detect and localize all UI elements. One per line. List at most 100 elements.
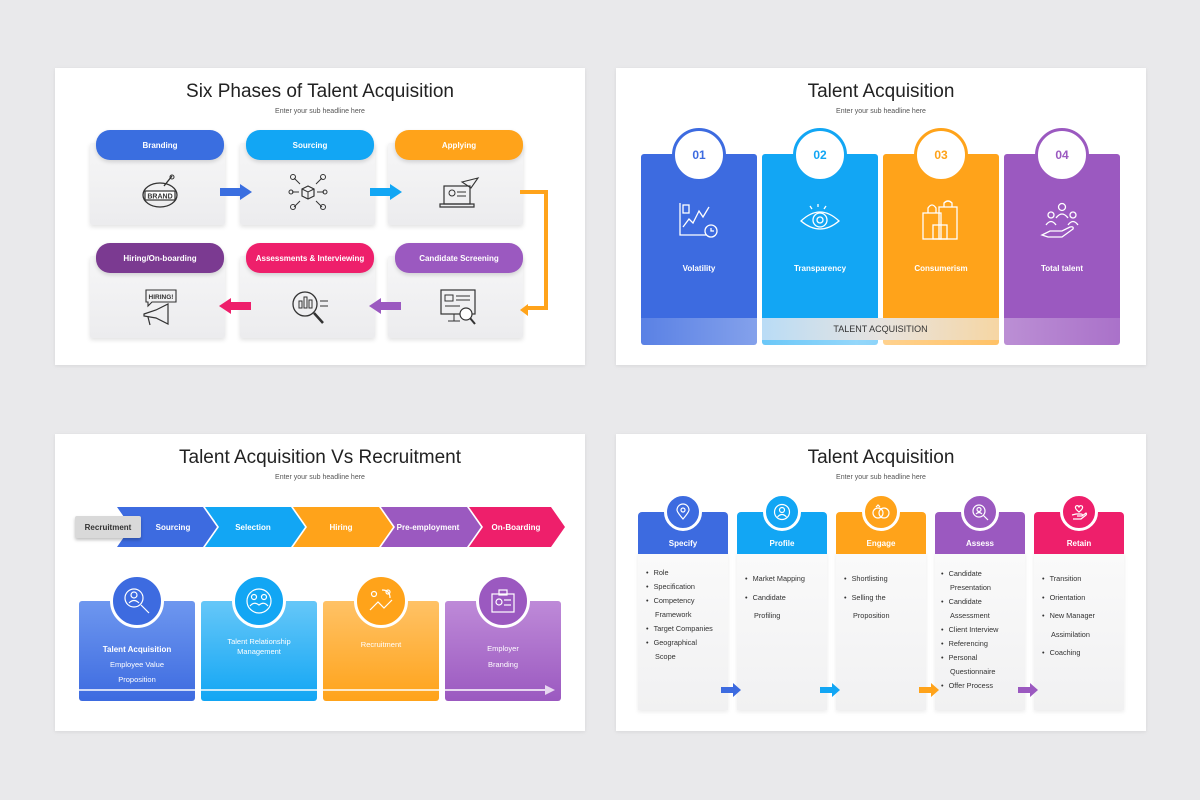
step-panel-engage: Shortlisting Selling the Proposition [836,552,926,710]
step-list: Market Mapping Candidate Profiling [745,570,805,626]
column-card-consumerism[interactable]: Consumerism [883,154,999,345]
chevron-recruitment[interactable]: Recruitment [75,516,141,538]
slide-title: Talent Acquisition [807,81,955,102]
column-label: Volatility [682,264,716,273]
column-label: Consumerism [914,264,968,273]
card-title: Talent Acquisition [102,645,172,654]
phase-pill-sourcing[interactable]: Sourcing [246,130,374,160]
monitor-profile-icon [440,289,476,325]
laptop-send-icon [439,177,480,208]
step-icon-circle [961,493,999,531]
slide-talent-steps[interactable]: Talent Acquisition Enter your sub headli… [616,434,1146,731]
list-item: Selling the [844,589,890,608]
step-number-badge: 03 [914,128,968,182]
chevron-pre-employment[interactable]: Pre-employment [396,522,460,532]
chevron-shape [117,507,217,547]
card-line: Employee Value [109,660,165,669]
slide-six-phases[interactable]: Six Phases of Talent Acquisition Enter y… [55,68,585,365]
list-item: Profiling [754,611,781,620]
list-item: Transition [1042,570,1095,589]
process-chevrons [117,507,565,547]
list-item: Referencing [941,637,998,651]
arrow-right-icon [370,184,402,200]
arrow-right-icon [721,683,741,697]
arrow-right-icon [220,184,252,200]
card-line: Management [237,647,281,656]
list-item: Shortlisting [844,570,890,589]
slide-ta-vs-recruitment[interactable]: Talent Acquisition Vs Recruitment Enter … [55,434,585,731]
column-card-total-talent[interactable]: Total talent [1004,154,1120,345]
step-icon-circle [862,493,900,531]
column-card-volatility[interactable]: Volatility [641,154,757,345]
chevron-shape [381,507,481,547]
chevron-sourcing[interactable]: Sourcing [155,522,191,532]
list-item: Coaching [1042,644,1095,663]
list-item: Assessment [950,611,990,620]
step-icon-circle [664,493,702,531]
column-card-transparency[interactable]: Transparency [762,154,878,345]
phase-pill-hiring[interactable]: Hiring/On-boarding [96,243,224,273]
slide-title: Six Phases of Talent Acquisition [186,81,454,102]
card-icon-circle [354,574,408,628]
chevron-on-boarding[interactable]: On-Boarding [491,522,541,532]
list-item: Orientation [1042,589,1095,608]
step-number-badge: 04 [1035,128,1089,182]
slide-title: Talent Acquisition Vs Recruitment [179,447,461,468]
slide-subtitle: Enter your sub headline here [836,108,926,115]
chart-clock-icon [679,203,718,238]
chevron-hiring[interactable]: Hiring [329,522,353,532]
list-item: Framework [655,610,692,619]
rings-icon [872,504,890,519]
magnifier-person-icon [972,504,989,521]
phase-pill-branding[interactable]: Branding [96,130,224,160]
slide-subtitle: Enter your sub headline here [275,474,365,481]
step-number-badge: 01 [672,128,726,182]
arrow-right-icon [1018,683,1038,697]
list-item: Presentation [950,583,991,592]
person-search-icon [124,588,150,614]
hand-people-icon [1040,202,1079,238]
step-number-badge: 02 [793,128,847,182]
slide-subtitle: Enter your sub headline here [836,474,926,481]
location-pin-icon [676,503,690,520]
slide-subtitle: Enter your sub headline here [275,108,365,115]
step-list: Transition Orientation New Manager Assim… [1042,570,1095,663]
step-panel-profile: Market Mapping Candidate Profiling [737,552,827,710]
hand-heart-icon [1071,505,1088,520]
phase-pill-screening[interactable]: Candidate Screening [395,243,523,273]
hand-magnet-icon [369,589,393,611]
step-icon-circle [1060,493,1098,531]
user-circle-icon [773,503,791,521]
arrow-left-icon [219,298,251,314]
column-label: Total talent [1040,264,1084,273]
card-line: Employer [487,644,519,653]
card-line: Talent Relationship [227,637,291,646]
list-item: Specification [646,580,713,594]
list-item: Client Interview [941,623,999,637]
step-list: Shortlisting Selling the Proposition [844,570,890,626]
list-item: Geographical [646,636,713,650]
list-item: Candidate [941,595,998,609]
arrow-right-icon [820,683,840,697]
network-cube-icon [288,174,328,210]
list-item: Assimilation [1051,629,1090,639]
chevron-selection[interactable]: Selection [235,522,271,532]
id-badge-icon [491,589,515,613]
phase-pill-applying[interactable]: Applying [395,130,523,160]
banner-talent-acquisition: TALENT ACQUISITION [762,318,999,340]
card-line: Recruitment [360,640,402,649]
phase-pill-assessments[interactable]: Assessments & Interviewing [246,243,374,273]
card-icon-circle [232,574,286,628]
step-icon-circle [763,493,801,531]
list-item: Role [646,566,713,580]
card-icon-circle [110,574,164,628]
brand-badge-icon: BRAND [142,174,178,208]
arrow-elbow-icon [520,190,548,316]
arrow-left-icon [369,298,401,314]
slide-title: Talent Acquisition [807,447,955,468]
slide-talent-columns[interactable]: Talent Acquisition Enter your sub headli… [616,68,1146,365]
chevron-shape [469,507,565,547]
card-line: Branding [487,660,519,669]
step-list: Candidate Presentation Candidate Assessm… [941,567,999,693]
megaphone-hiring-icon: HIRING! [143,289,177,326]
